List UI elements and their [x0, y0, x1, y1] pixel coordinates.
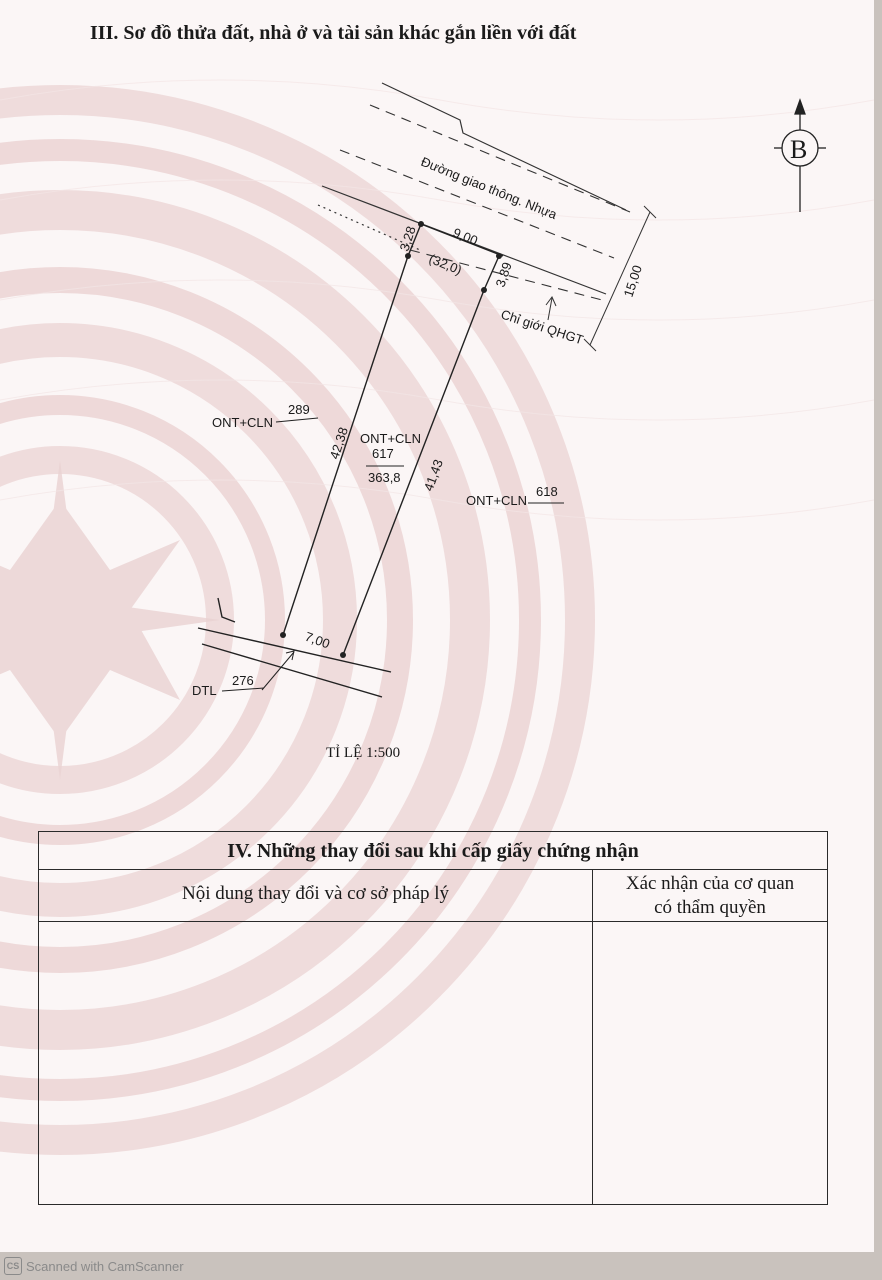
rear-boundary	[197, 627, 392, 673]
north-label: B	[790, 135, 807, 164]
road-lower-edge	[321, 185, 607, 295]
neighbor-right-number: 618	[536, 484, 558, 499]
parcel-area: 363,8	[368, 470, 401, 485]
parcel-right-front-offset	[483, 255, 500, 291]
dim-left-offset: 3,28	[397, 224, 419, 253]
road-width-dim-line	[589, 211, 651, 346]
confirmation-column: Xác nhận của cơ quan có thẩm quyền	[593, 870, 827, 1204]
section-4-title: IV. Những thay đổi sau khi cấp giấy chứn…	[39, 832, 827, 870]
neighbor-right-use: ONT+CLN	[466, 493, 527, 508]
parcel-number: 617	[372, 446, 394, 461]
parcel-front-edge	[420, 223, 504, 257]
col-header-confirmation-line2: có thẩm quyền	[654, 897, 766, 918]
dim-front-width: 9,00	[451, 225, 480, 248]
dim-right-side: 41,43	[421, 457, 446, 493]
road-centerline-1	[369, 104, 631, 213]
dim-front-segment: (32,0)	[427, 251, 464, 278]
parcel-right-side	[342, 289, 485, 656]
parcel-left-front-offset	[407, 223, 422, 257]
changes-content-column: Nội dung thay đổi và cơ sở pháp lý	[39, 870, 593, 1204]
dim-right-offset: 3,89	[493, 260, 515, 289]
col-header-confirmation: Xác nhận của cơ quan có thẩm quyền	[593, 870, 827, 922]
col-header-content: Nội dung thay đổi và cơ sở pháp lý	[39, 870, 592, 922]
road-upper-edge	[381, 82, 627, 211]
parcel-left-side	[282, 255, 409, 636]
north-compass	[774, 98, 826, 212]
rear-left-corner	[217, 597, 236, 623]
road-extension-left	[317, 204, 421, 251]
dim-left-side: 42,38	[327, 425, 351, 461]
certificate-page: III. Sơ đồ thửa đất, nhà ở và tài sản kh…	[0, 0, 874, 1252]
setback-label: Chỉ giới QHGT	[499, 307, 585, 348]
rear-arrow	[261, 651, 295, 691]
camscanner-text: Scanned with CamScanner	[26, 1258, 184, 1274]
camscanner-watermark: CS Scanned with CamScanner	[0, 1254, 304, 1278]
setback-arrow	[547, 297, 553, 321]
road-centerline-2	[339, 149, 615, 259]
road-label: Đường giao thông. Nhựa	[419, 154, 560, 223]
rear-dtl-line	[201, 643, 383, 698]
bronze-drum-watermark	[0, 79, 874, 1155]
col-header-confirmation-line1: Xác nhận của cơ quan	[625, 873, 795, 894]
section-3-title: III. Sơ đồ thửa đất, nhà ở và tài sản kh…	[90, 22, 577, 44]
neighbor-rear-use: DTL	[192, 683, 217, 698]
neighbor-left-use: ONT+CLN	[212, 415, 273, 430]
dim-rear-width: 7,00	[303, 629, 332, 652]
parcel-diagram: B Đường giao thông. Nhựa Chỉ giới QHGT 9…	[192, 82, 826, 698]
changes-table: IV. Những thay đổi sau khi cấp giấy chứn…	[38, 831, 828, 1205]
neighbor-rear-number: 276	[232, 673, 254, 688]
camscanner-logo: CS	[4, 1257, 22, 1275]
parcel-use: ONT+CLN	[360, 431, 421, 446]
neighbor-left-number: 289	[288, 402, 310, 417]
map-scale: TỈ LỆ 1:500	[326, 745, 401, 761]
